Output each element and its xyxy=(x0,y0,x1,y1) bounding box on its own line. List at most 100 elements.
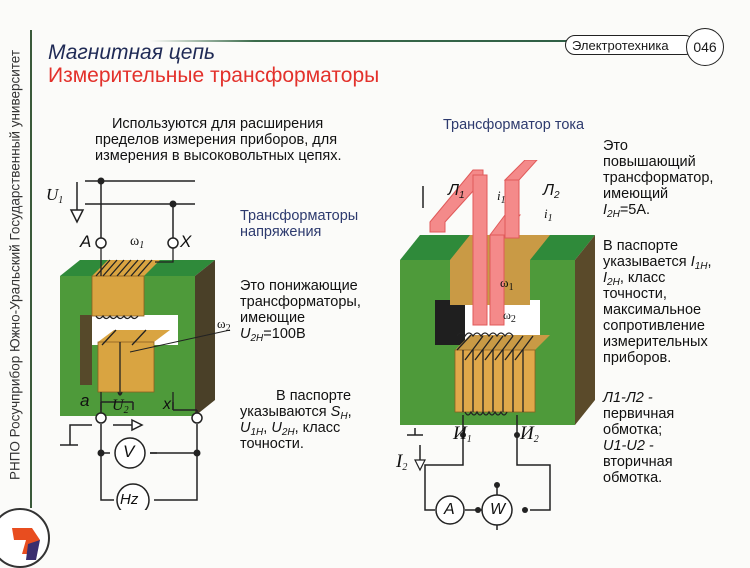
subject-badge: Электротехника xyxy=(565,35,695,55)
secondary-winding-formula: U1-U2 - xyxy=(603,438,654,454)
voltage-transformer-diagram xyxy=(60,177,231,510)
s: 1 xyxy=(139,240,145,251)
wattmeter-label: W xyxy=(490,501,506,518)
t: i xyxy=(497,188,501,203)
sub: 2H xyxy=(250,333,264,344)
var: I xyxy=(603,202,608,218)
ct-passport-6: сопротивление xyxy=(603,318,705,334)
s: S xyxy=(330,404,341,420)
page-number: 046 xyxy=(686,28,724,66)
label-u1: ̇U1 xyxy=(46,186,64,209)
intro-line-2: пределов измерения приборов, для xyxy=(95,132,338,148)
page-title: Измерительные трансформаторы xyxy=(48,64,380,87)
label-X: X xyxy=(180,232,192,251)
t: U xyxy=(112,397,124,414)
tail: , класс xyxy=(619,270,666,286)
s: 2 xyxy=(123,405,129,416)
i1: I xyxy=(690,254,695,270)
frequency-meter-icon xyxy=(116,483,150,510)
i2-sub: 2H xyxy=(607,277,620,288)
publisher-text: РНПО Росучприбор Южно-Уральский Государс… xyxy=(7,49,23,481)
ct-passport-4: точности, xyxy=(603,286,667,302)
publisher-logo-icon xyxy=(0,508,50,568)
t: Л xyxy=(448,182,459,199)
ct-passport-7: измерительных xyxy=(603,334,708,350)
value: =5А. xyxy=(619,202,651,218)
ammeter-label: A xyxy=(444,501,455,518)
s: 1 xyxy=(508,282,514,293)
s: 2 xyxy=(510,314,516,325)
label-i1-down: i1 xyxy=(497,188,506,209)
secondary-winding-2: обмотка. xyxy=(603,470,663,486)
u1-sub: 1H xyxy=(250,427,264,438)
intro-line-1: Используются для расширения xyxy=(112,116,324,132)
ct-rated-current: I2H=5А. xyxy=(603,202,650,223)
label-w1: ω1 xyxy=(130,234,144,254)
label-L1: Л1 xyxy=(448,183,465,204)
i2: I xyxy=(603,270,608,286)
ct-desc-3: трансформатор, xyxy=(603,170,714,186)
t: указываются xyxy=(240,404,327,420)
s: 2 xyxy=(553,190,560,201)
s-sub: H xyxy=(340,411,348,422)
frequency-meter-label: Hz xyxy=(120,491,139,508)
s: 1 xyxy=(547,213,553,224)
t: И xyxy=(453,423,467,444)
t: ω xyxy=(503,308,511,322)
sidebar-divider xyxy=(30,30,32,508)
label-x: x xyxy=(163,396,171,413)
ct-passport-3: I2H, класс xyxy=(603,270,665,291)
tail: , класс xyxy=(294,420,341,436)
vt-desc-3: имеющие xyxy=(240,310,306,326)
label-a: a xyxy=(80,391,90,410)
u2-sub: 2H xyxy=(281,427,295,438)
ct-passport-2: указывается I1H, xyxy=(603,254,712,272)
t: указывается xyxy=(603,254,687,270)
primary-winding-2: обмотка; xyxy=(603,422,663,438)
secondary-winding-1: вторичная xyxy=(603,454,673,470)
header-rule xyxy=(150,40,570,42)
s: 2 xyxy=(225,323,231,334)
ct-passport-5: максимальное xyxy=(603,302,702,318)
publisher-vertical-text: РНПО Росучприбор Южно-Уральский Государс… xyxy=(4,30,26,500)
t: I xyxy=(396,451,403,472)
vt-desc-1: Это понижающие xyxy=(240,278,358,294)
primary-winding-formula: Л1-Л2 - xyxy=(603,390,653,406)
ct-desc-1: Это xyxy=(603,138,628,154)
sub: 2H xyxy=(607,209,620,220)
label-L2: Л2 xyxy=(543,183,560,204)
intro-line-3: измерения в высоковольтных цепях. xyxy=(95,148,342,164)
value: =100В xyxy=(263,326,306,342)
t: ω xyxy=(500,275,509,290)
label-w2: ω2 xyxy=(217,316,231,337)
label-I1: И1 xyxy=(453,423,472,448)
s: 2 xyxy=(402,462,408,473)
primary-winding-1: первичная xyxy=(603,406,675,422)
vt-rated-voltage: U2H=100В xyxy=(240,326,306,347)
ct-heading: Трансформатор тока xyxy=(443,117,585,133)
vt-desc-2: трансформаторы, xyxy=(240,294,361,310)
s: 1 xyxy=(58,195,64,206)
u2: U xyxy=(271,420,282,436)
t: ω xyxy=(130,234,140,249)
current-transformer-diagram xyxy=(400,160,595,530)
ct-desc-4: имеющий xyxy=(603,186,669,202)
s: 1 xyxy=(466,434,472,445)
vt-passport-3: U1H, U2H, класс xyxy=(240,420,341,438)
s: 2 xyxy=(533,434,539,445)
label-I2: И2 xyxy=(520,424,539,448)
voltmeter-icon xyxy=(114,437,146,469)
label-i1-up: i1 xyxy=(544,206,553,227)
label-A: A xyxy=(80,232,92,251)
ammeter-icon xyxy=(435,495,465,525)
ct-desc-2: повышающий xyxy=(603,154,696,170)
label-i2: I2 xyxy=(396,451,408,476)
vt-heading-1: Трансформаторы xyxy=(240,208,359,224)
label-w2: ω2 xyxy=(503,307,516,328)
vt-passport-4: точности. xyxy=(240,436,304,452)
label-u2: U2 xyxy=(112,398,129,419)
label-w1: ω1 xyxy=(500,275,514,296)
vt-heading-2: напряжения xyxy=(240,224,322,240)
ct-passport-1: В паспорте xyxy=(603,238,679,254)
s: 1 xyxy=(458,190,465,201)
